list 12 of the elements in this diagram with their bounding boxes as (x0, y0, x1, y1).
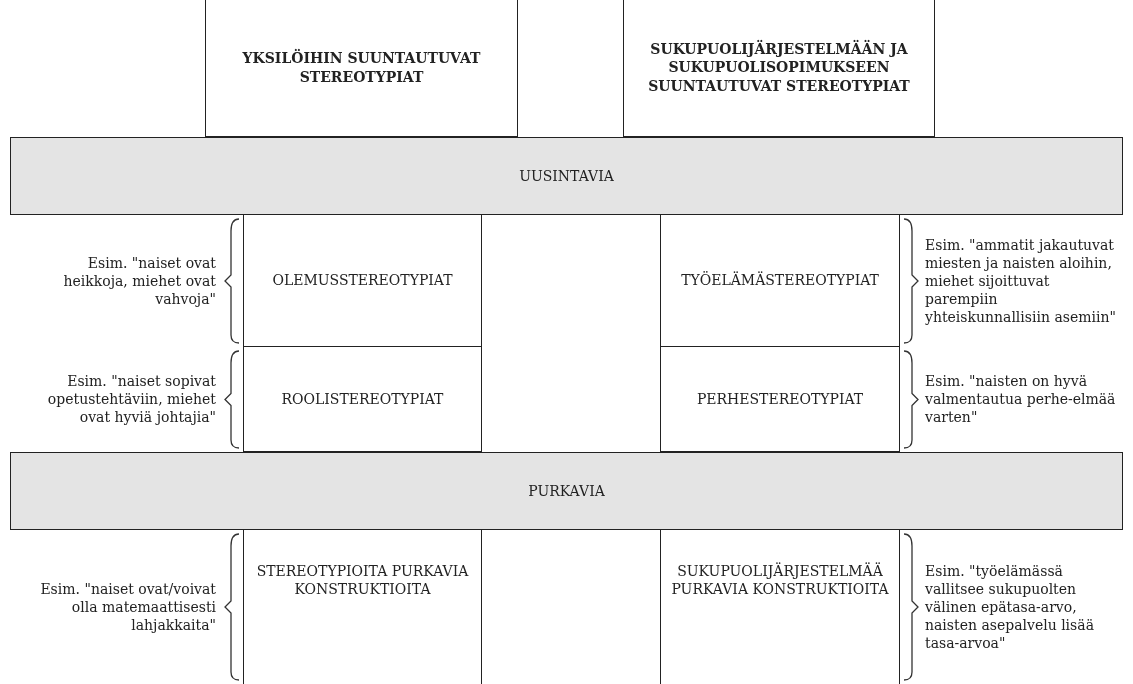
example-text: Esim. "naisten on hyvä valmentautua perhe-elmää varten" (925, 372, 1117, 427)
band-header: UUSINTAVIA (10, 137, 1123, 215)
example-text: Esim. "työelämässä vallitsee sukupuolten välinen epätasa-arvo, naisten asepalvelu lisää tasa-arvoa" (925, 561, 1095, 653)
table-cell: TYÖELÄMÄSTEREOTYPIAT (660, 215, 900, 347)
example-text: Esim. "naiset ovat/voivat olla matemaattisesti lahjakkaita" (39, 579, 216, 635)
table-cell: SUKUPUOLIJÄRJESTELMÄÄ PURKAVIA KONSTRUKTIOITA (660, 530, 900, 684)
band-header: PURKAVIA (10, 452, 1123, 530)
table-cell: STEREOTYPIOITA PURKAVIA KONSTRUKTIOITA (243, 530, 482, 684)
example-text: Esim. "naiset ovat heikkoja, miehet ovat vahvoja" (62, 253, 216, 309)
example-text: Esim. "ammatit jakautuvat miesten ja naisten aloihin, miehet sijoittuvat parempiin yhteiskunnallisiin asemiin" (925, 235, 1117, 327)
example-text: Esim. "naiset sopivat opetustehtäviin, miehet ovat hyviä johtajia" (46, 372, 216, 427)
table-cell: OLEMUSSTEREOTYPIAT (243, 215, 482, 347)
